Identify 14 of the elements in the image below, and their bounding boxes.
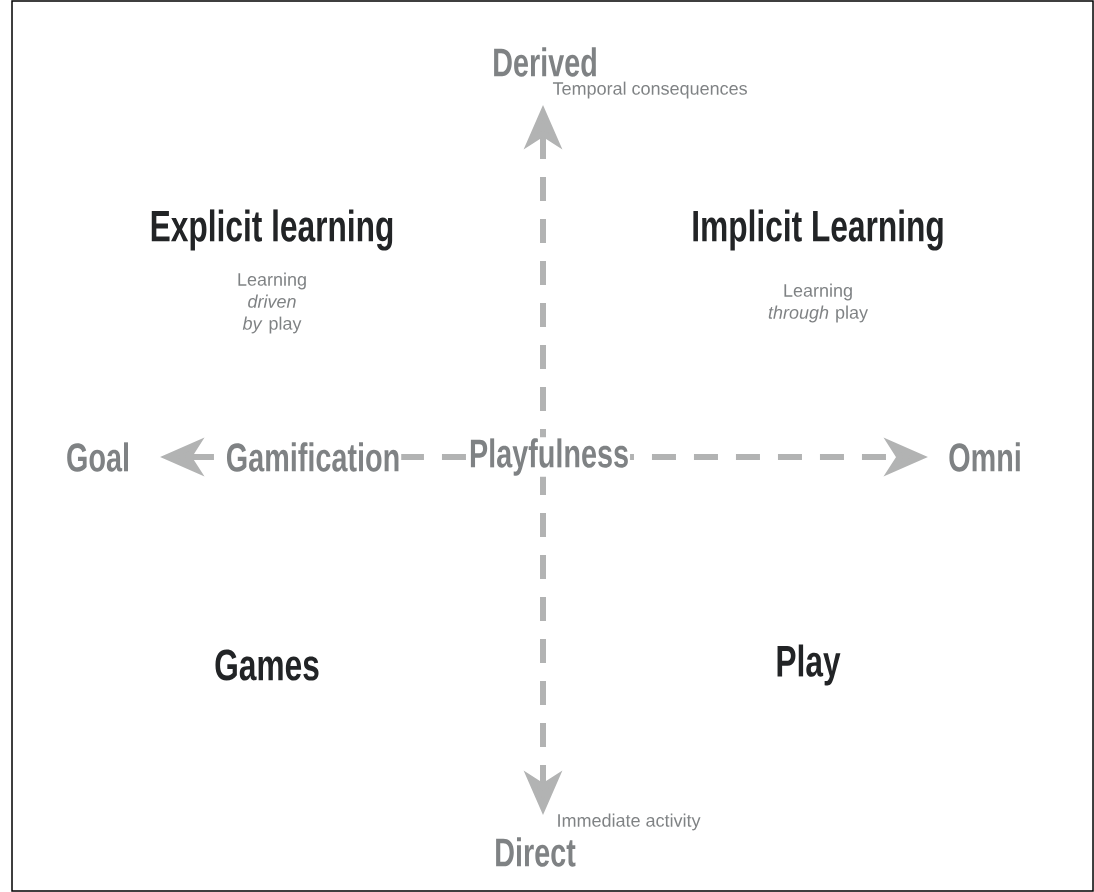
axis-label: Direct [496, 837, 576, 867]
axis-caption: Temporal consequences [552, 81, 747, 99]
axis-label: Playfulness [467, 437, 631, 477]
axis-label: Goal [67, 442, 128, 472]
quadrant-description: Learning driven by play [238, 272, 306, 334]
quadrant-title: Explicit learning [151, 209, 393, 251]
axis-caption: Immediate activity [558, 813, 701, 831]
quadrant-description: Learning through play [768, 283, 868, 323]
quadrant-title: Implicit Learning [693, 209, 943, 251]
quadrant-title: Games [215, 649, 319, 681]
quadrant-title: Play [777, 644, 841, 686]
axis-label: Omni [949, 442, 1020, 472]
axis-label: Derived [494, 47, 596, 77]
axis-label: Gamification [224, 441, 402, 473]
